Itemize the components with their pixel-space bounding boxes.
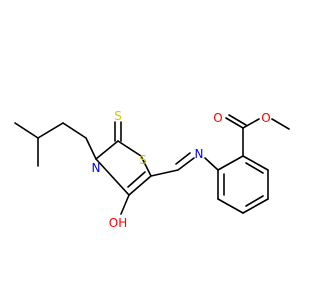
atom-label-n-ring: N xyxy=(92,161,101,175)
bond xyxy=(128,175,152,196)
bond-layer xyxy=(14,114,290,215)
bond xyxy=(245,162,264,174)
atom-label-s-thione: S xyxy=(114,109,122,123)
bond xyxy=(95,158,130,196)
bond xyxy=(150,169,179,177)
bond xyxy=(95,140,119,160)
atom-label-o-carbonyl: O xyxy=(213,111,222,125)
bond xyxy=(120,194,130,215)
atom-label-n-imine: N xyxy=(195,147,204,161)
atom-label-o-ester: O xyxy=(261,111,270,125)
bond xyxy=(117,140,142,157)
bond xyxy=(127,171,146,188)
molecule-structure: O O S S N N OH xyxy=(14,109,290,230)
bond xyxy=(217,198,244,214)
bond xyxy=(85,137,97,160)
bond xyxy=(245,195,264,207)
atom-label-oh-hydroxyl: OH xyxy=(109,216,127,230)
bond xyxy=(271,118,290,130)
bond xyxy=(225,117,244,129)
bond xyxy=(140,155,152,177)
bond xyxy=(242,198,269,214)
bond xyxy=(175,152,191,165)
bond xyxy=(14,122,39,139)
bond xyxy=(228,114,247,126)
bond xyxy=(62,122,87,139)
atom-label-layer: O O S S N N OH xyxy=(92,109,271,230)
bond xyxy=(37,122,64,139)
bond xyxy=(177,157,195,171)
bond xyxy=(217,155,244,171)
bond xyxy=(242,155,269,171)
atom-label-s-ring: S xyxy=(139,153,147,167)
bond xyxy=(204,157,219,171)
bond xyxy=(242,118,260,129)
